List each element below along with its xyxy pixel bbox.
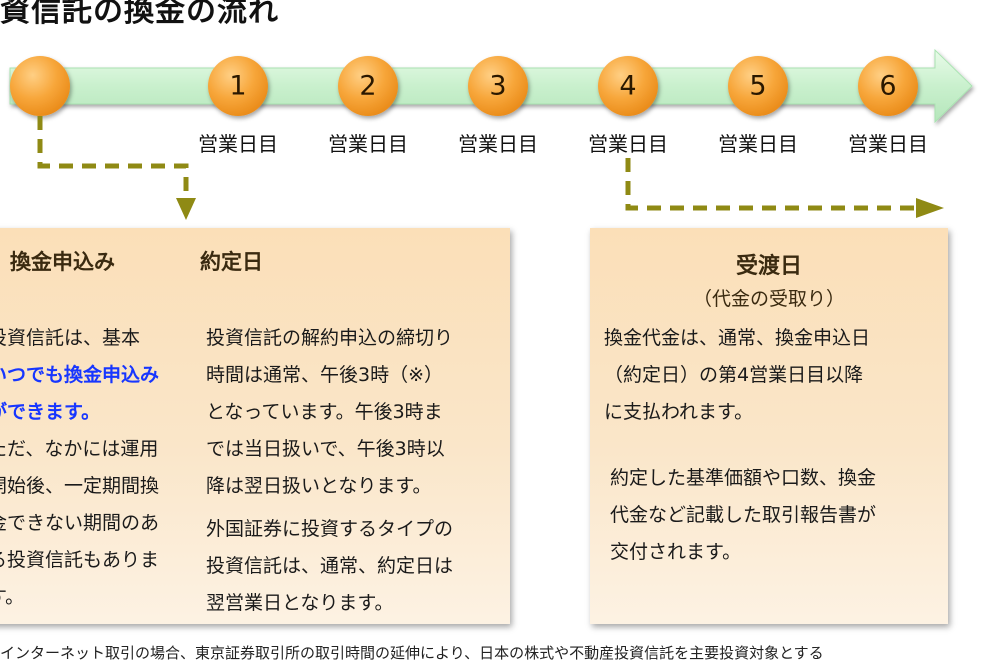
contract-card-body: 投資信託の解約申込の締切り時間は通常、午後3時（※） となっています。午後3時まで…	[206, 320, 453, 622]
day-number-2: 2	[359, 71, 376, 102]
contract-body-line: 投資信託の解約申込の締切り	[206, 327, 454, 349]
application-body-line: す。	[0, 579, 159, 616]
contract-body-line: 翌営業日となります。	[206, 592, 394, 614]
application-body-line: 開始後、一定期間換	[0, 468, 159, 505]
day-circle-6	[858, 56, 918, 116]
application-body-line: ができます。	[0, 394, 159, 431]
timeline-diagram: 1 2 3 4 5 6	[9, 48, 973, 220]
day-label-1: 営業日目	[198, 132, 278, 156]
settlement-body-1-line: （約定日）の第4営業日目以降	[604, 364, 864, 386]
settlement-body-2-line: 交付されます。	[610, 541, 742, 563]
day-label-3: 営業日目	[458, 132, 538, 156]
contract-body-line: となっています。午後3時ま	[206, 401, 443, 423]
contract-body-line: 降は翌日扱いとなります。	[206, 475, 432, 497]
day-circle-5	[728, 56, 788, 116]
settlement-card-subtitle: （代金の受取り）	[692, 288, 845, 310]
card-application-contract	[0, 228, 510, 624]
connector-to-settlement-day	[625, 158, 918, 211]
connector-arrowhead-down	[176, 198, 196, 220]
card-settlement: 受渡日 （代金の受取り） 換金代金は、通常、換金申込日 （約定日）の第4営業日目以…	[590, 228, 948, 624]
application-body-line: いつでも換金申込み	[0, 357, 159, 394]
day-circle-4	[598, 56, 658, 116]
day-number-5: 5	[749, 71, 766, 102]
application-body-highlight: ができます。	[0, 401, 101, 423]
contract-body-line: 投資信託は、通常、約定日は	[206, 555, 454, 577]
day-circle-2	[338, 56, 398, 116]
day-number-6: 6	[879, 71, 896, 102]
day-label-5: 営業日目	[718, 132, 798, 156]
contract-body-line: 外国証券に投資するタイプの	[206, 518, 454, 540]
day-label-6: 営業日目	[848, 132, 928, 156]
page-title: 資信託の換金の流れ	[0, 0, 279, 29]
application-body-text: 金できない期間のあ	[0, 512, 160, 534]
settlement-body-1-line: に支払われます。	[604, 401, 754, 423]
contract-body-line: 時間は通常、午後3時（※）	[206, 364, 444, 386]
contract-card-title: 約定日	[200, 250, 263, 274]
application-body-line: る投資信託もありま	[0, 542, 159, 579]
connector-to-contract-day	[37, 116, 189, 200]
connector-arrowhead-right	[916, 198, 944, 218]
application-body-line: ただ、なかには運用	[0, 431, 159, 468]
day-number-3: 3	[489, 71, 506, 102]
settlement-card-body-1: 換金代金は、通常、換金申込日 （約定日）の第4営業日目以降に支払われます。	[604, 320, 870, 431]
application-body-text: 投資信託は、基本	[0, 327, 141, 349]
application-body-highlight: いつでも換金申込み	[0, 364, 160, 386]
application-card-body: 投資信託は、基本いつでも換金申込みができます。ただ、なかには運用開始後、一定期間…	[0, 320, 159, 616]
application-body-line: 投資信託は、基本	[0, 320, 159, 357]
start-day-circle	[10, 56, 70, 116]
day-circle-3	[468, 56, 528, 116]
settlement-body-2-line: 代金など記載した取引報告書が	[610, 504, 877, 526]
day-circle-1	[208, 56, 268, 116]
application-body-text: る投資信託もありま	[0, 549, 160, 571]
footnote: インターネット取引の場合、東京証券取引所の取引時間の延伸により、日本の株式や不動…	[0, 644, 824, 662]
settlement-body-2-line: 約定した基準価額や口数、換金	[610, 467, 877, 489]
application-body-line: 金できない期間のあ	[0, 505, 159, 542]
application-card-title: 換金申込み	[10, 250, 115, 274]
day-label-2: 営業日目	[328, 132, 408, 156]
settlement-card-body-2: 約定した基準価額や口数、換金代金など記載した取引報告書が交付されます。	[610, 460, 876, 571]
settlement-body-1-line: 換金代金は、通常、換金申込日	[604, 327, 871, 349]
application-body-text: 開始後、一定期間換	[0, 475, 160, 497]
day-number-4: 4	[619, 71, 636, 102]
day-label-4: 営業日目	[588, 132, 668, 156]
contract-body-line: では当日扱いで、午後3時以	[206, 438, 445, 460]
day-number-1: 1	[229, 71, 246, 102]
application-body-text: す。	[0, 586, 25, 608]
application-body-text: ただ、なかには運用	[0, 438, 159, 460]
settlement-card-title: 受渡日	[735, 254, 802, 279]
